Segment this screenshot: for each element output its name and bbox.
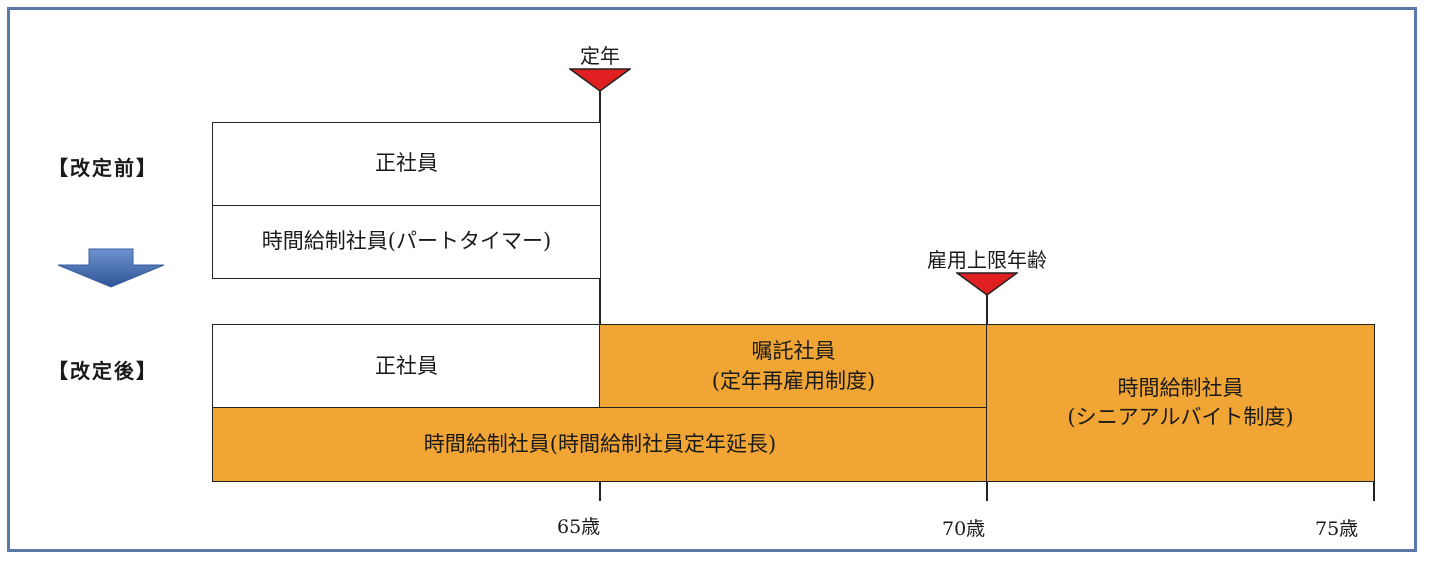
retirement-triangle-icon — [569, 68, 631, 92]
age-tick-75: 75歳 — [1315, 518, 1359, 540]
retirement-marker-label: 定年 — [580, 44, 620, 68]
after-regular-box: 正社員 — [212, 324, 601, 409]
hourly-extension-text: 時間給制社員(時間給制社員定年延長) — [423, 431, 777, 456]
upper-limit-marker: 雇用上限年齢 — [887, 244, 1087, 273]
before-stage-label: 【改定前】 — [48, 156, 158, 180]
retirement-marker: 定年 — [560, 40, 640, 69]
upper-limit-marker-label: 雇用上限年齢 — [927, 248, 1047, 272]
age-65-line — [599, 90, 601, 501]
down-arrow-icon — [57, 248, 165, 288]
diagram-frame — [7, 7, 1417, 552]
senior-part-time-box: 時間給制社員 (シニアアルバイト制度) — [986, 324, 1375, 482]
after-stage-label: 【改定後】 — [48, 359, 158, 383]
after-regular-text: 正社員 — [375, 353, 438, 378]
before-regular-box: 正社員 — [212, 122, 601, 206]
contract-employee-title: 嘱託社員 — [751, 339, 836, 364]
hourly-extension-box: 時間給制社員(時間給制社員定年延長) — [212, 407, 988, 482]
before-hourly-text: 時間給制社員(パートタイマー) — [261, 229, 552, 254]
upper-limit-triangle-icon — [956, 272, 1018, 296]
age-tick-70: 70歳 — [942, 518, 986, 540]
senior-part-time-title: 時間給制社員 — [1117, 375, 1244, 400]
contract-employee-subtitle: (定年再雇用制度) — [711, 368, 876, 393]
before-regular-text: 正社員 — [375, 151, 438, 176]
contract-employee-box: 嘱託社員 (定年再雇用制度) — [599, 324, 988, 409]
before-hourly-box: 時間給制社員(パートタイマー) — [212, 205, 601, 279]
age-tick-65: 65歳 — [557, 516, 601, 538]
senior-part-time-subtitle: (シニアアルバイト制度) — [1067, 405, 1294, 429]
